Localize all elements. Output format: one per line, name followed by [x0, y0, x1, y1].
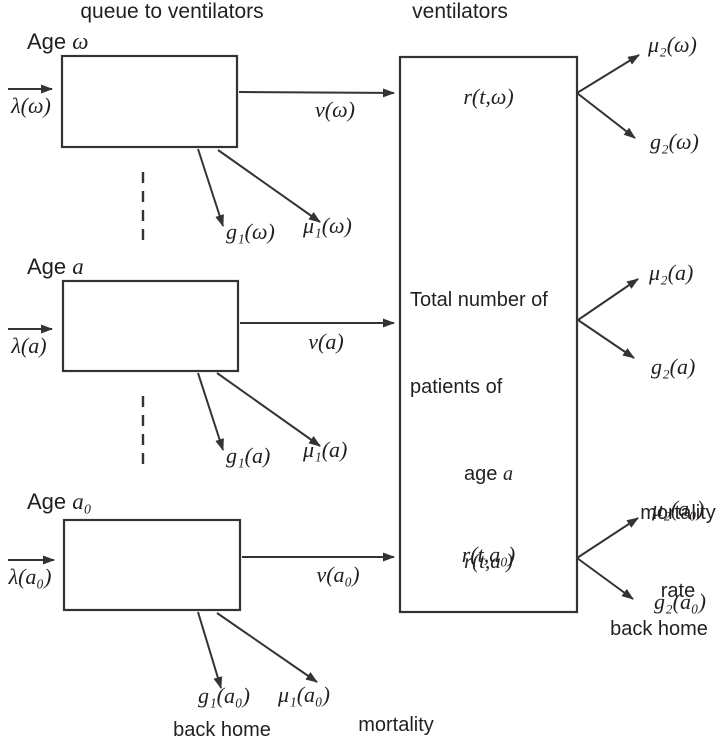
queue-back-home-note: back home: [173, 719, 271, 741]
arrow-queue-mortality-omega: [217, 149, 321, 223]
arrow-vent-recovery-omega: [576, 92, 636, 139]
arrow-queue-mortality-a: [216, 372, 321, 447]
arrow-queue-recovery-omega: [197, 148, 224, 227]
ventilation-rate-label-a: ν(a): [308, 329, 344, 354]
ventilation-rate-label-omega: ν(ω): [315, 97, 355, 122]
vent-back-home-note: back home: [610, 618, 708, 640]
arrow-vent-mortality-a: [577, 278, 639, 321]
arrow-queue-recovery-a0: [197, 611, 223, 689]
vent-mortality-label-a0: μ₂(a₀): [652, 496, 704, 521]
queue-box-a0: [62, 518, 242, 612]
ventilation-rate-label-a0: ν(a₀): [316, 562, 360, 587]
arrow-vent-mortality-omega: [576, 54, 640, 94]
vent-occupancy-omega: r(t,ω): [463, 84, 514, 109]
queue-mortality-label-a0: μ₁(a₀): [278, 682, 330, 707]
arrow-vent-recovery-a: [577, 319, 635, 359]
queue-recovery-label-a: g₁(a): [226, 443, 271, 468]
vent-occupancy-a0: r(t,a₀): [461, 542, 516, 567]
inflow-rate-label-omega: λ(ω): [11, 93, 51, 118]
caption-line-4: r(t,a ): [464, 549, 513, 573]
ventilators-box-caption: Total number of patients of age a r(t,a …: [403, 228, 574, 634]
queue-recovery-label-omega: g₁(ω): [226, 219, 275, 244]
queue-box-omega: [60, 54, 239, 149]
caption-line-1: Total number of: [410, 289, 548, 311]
arrow-vent-recovery-a0: [576, 557, 634, 600]
vent-recovery-label-a0: g₂(a₀): [654, 589, 706, 614]
vent-recovery-label-omega: g₂(ω): [650, 129, 699, 154]
queue-mortality-label-omega: μ₁(ω): [303, 213, 352, 238]
vent-mortality-label-omega: μ₂(ω): [648, 32, 697, 57]
queue-recovery-label-a0: g₁(a₀): [198, 683, 250, 708]
queue-mortality-label-a: μ₁(a): [303, 437, 348, 462]
arrow-vent-mortality-a0: [576, 517, 639, 559]
caption-line-3: age a: [464, 463, 513, 485]
queue-box-a: [61, 279, 240, 373]
arrow-queue-recovery-a: [197, 372, 224, 451]
arrow-queue-mortality-a0: [216, 612, 318, 683]
arrow-queue-to-vent-omega: [238, 88, 395, 98]
caption-line-2: patients of: [410, 376, 503, 398]
vent-mortality-rate-note: mortality rate: [640, 502, 716, 602]
age-label-a: Age a: [27, 254, 84, 279]
header-queue-to-ventilators: queue to ventilators: [80, 0, 264, 23]
age-label-omega: Age ω: [27, 29, 89, 54]
queue-mortality-rate-note: mortality rate: [358, 714, 434, 736]
age-label-a0: Age a₀: [27, 489, 92, 514]
inflow-rate-label-a: λ(a): [11, 333, 47, 358]
vent-recovery-label-a: g₂(a): [651, 354, 696, 379]
header-ventilators: ventilators: [412, 0, 508, 23]
ventilators-box: [398, 55, 579, 614]
inflow-rate-label-a0: λ(a₀): [8, 564, 52, 589]
vent-mortality-label-a: μ₂(a): [649, 260, 694, 285]
